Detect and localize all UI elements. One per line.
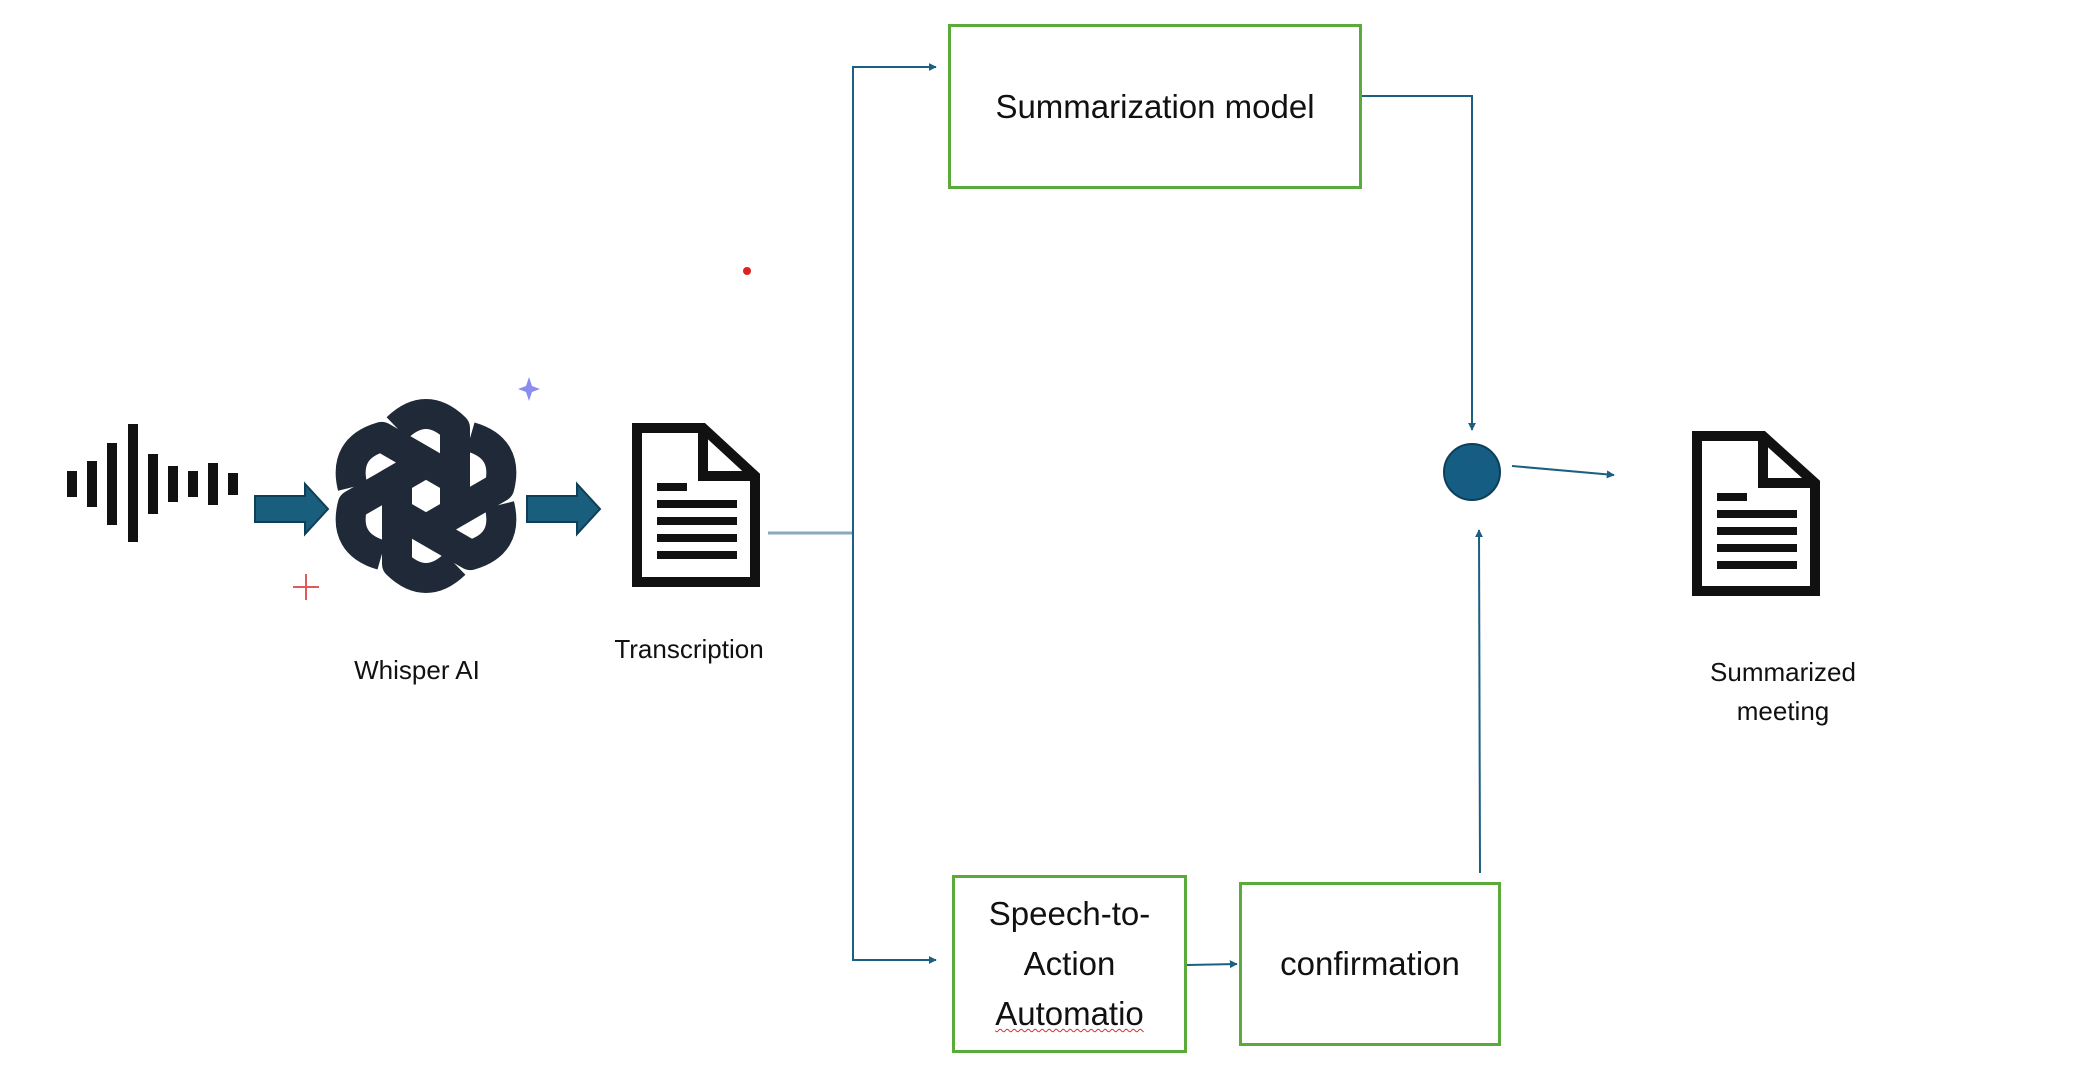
summarization-model-label: Summarization model xyxy=(995,87,1315,125)
summarized-meeting-caption-line-2: meeting xyxy=(1736,696,1830,726)
whisper-ai-caption: Whisper AI xyxy=(354,655,480,685)
document-icon xyxy=(632,423,760,587)
speech-to-action-label-line-3: Automatio xyxy=(995,995,1144,1032)
connector-branch-to-summarization xyxy=(852,63,937,533)
audio-waveform-icon xyxy=(67,424,238,542)
transcription-caption: Transcription xyxy=(614,634,764,664)
connector-speech-to-confirmation xyxy=(1186,960,1238,969)
connector-confirmation-to-merge xyxy=(1475,529,1484,874)
block-arrow-waveform-to-whisper xyxy=(254,481,330,537)
red-dot-marker xyxy=(743,267,751,275)
connector-summarization-to-merge xyxy=(1362,95,1476,431)
block-arrow-whisper-to-transcription xyxy=(526,481,602,537)
summarization-model-box: Summarization model xyxy=(948,24,1362,189)
connector-merge-to-summary xyxy=(1511,465,1615,479)
openai-logo-icon xyxy=(335,399,517,593)
speech-to-action-label-line-1: Speech-to- xyxy=(988,895,1151,932)
document-icon xyxy=(1692,431,1820,596)
speech-to-action-label-line-2: Action xyxy=(1023,945,1116,982)
connector-branch-to-speech-to-action xyxy=(852,533,937,964)
merge-node-icon xyxy=(1443,443,1501,501)
confirmation-label: confirmation xyxy=(1280,945,1460,982)
confirmation-box: confirmation xyxy=(1239,882,1501,1046)
summarized-meeting-caption-line-1: Summarized xyxy=(1710,657,1856,687)
sparkle-icon xyxy=(518,377,540,401)
sparkle-icon xyxy=(293,574,319,600)
speech-to-action-box: Speech-to- Action Automatio xyxy=(952,875,1187,1053)
summarized-meeting-caption: Summarized meeting xyxy=(1663,653,1903,731)
